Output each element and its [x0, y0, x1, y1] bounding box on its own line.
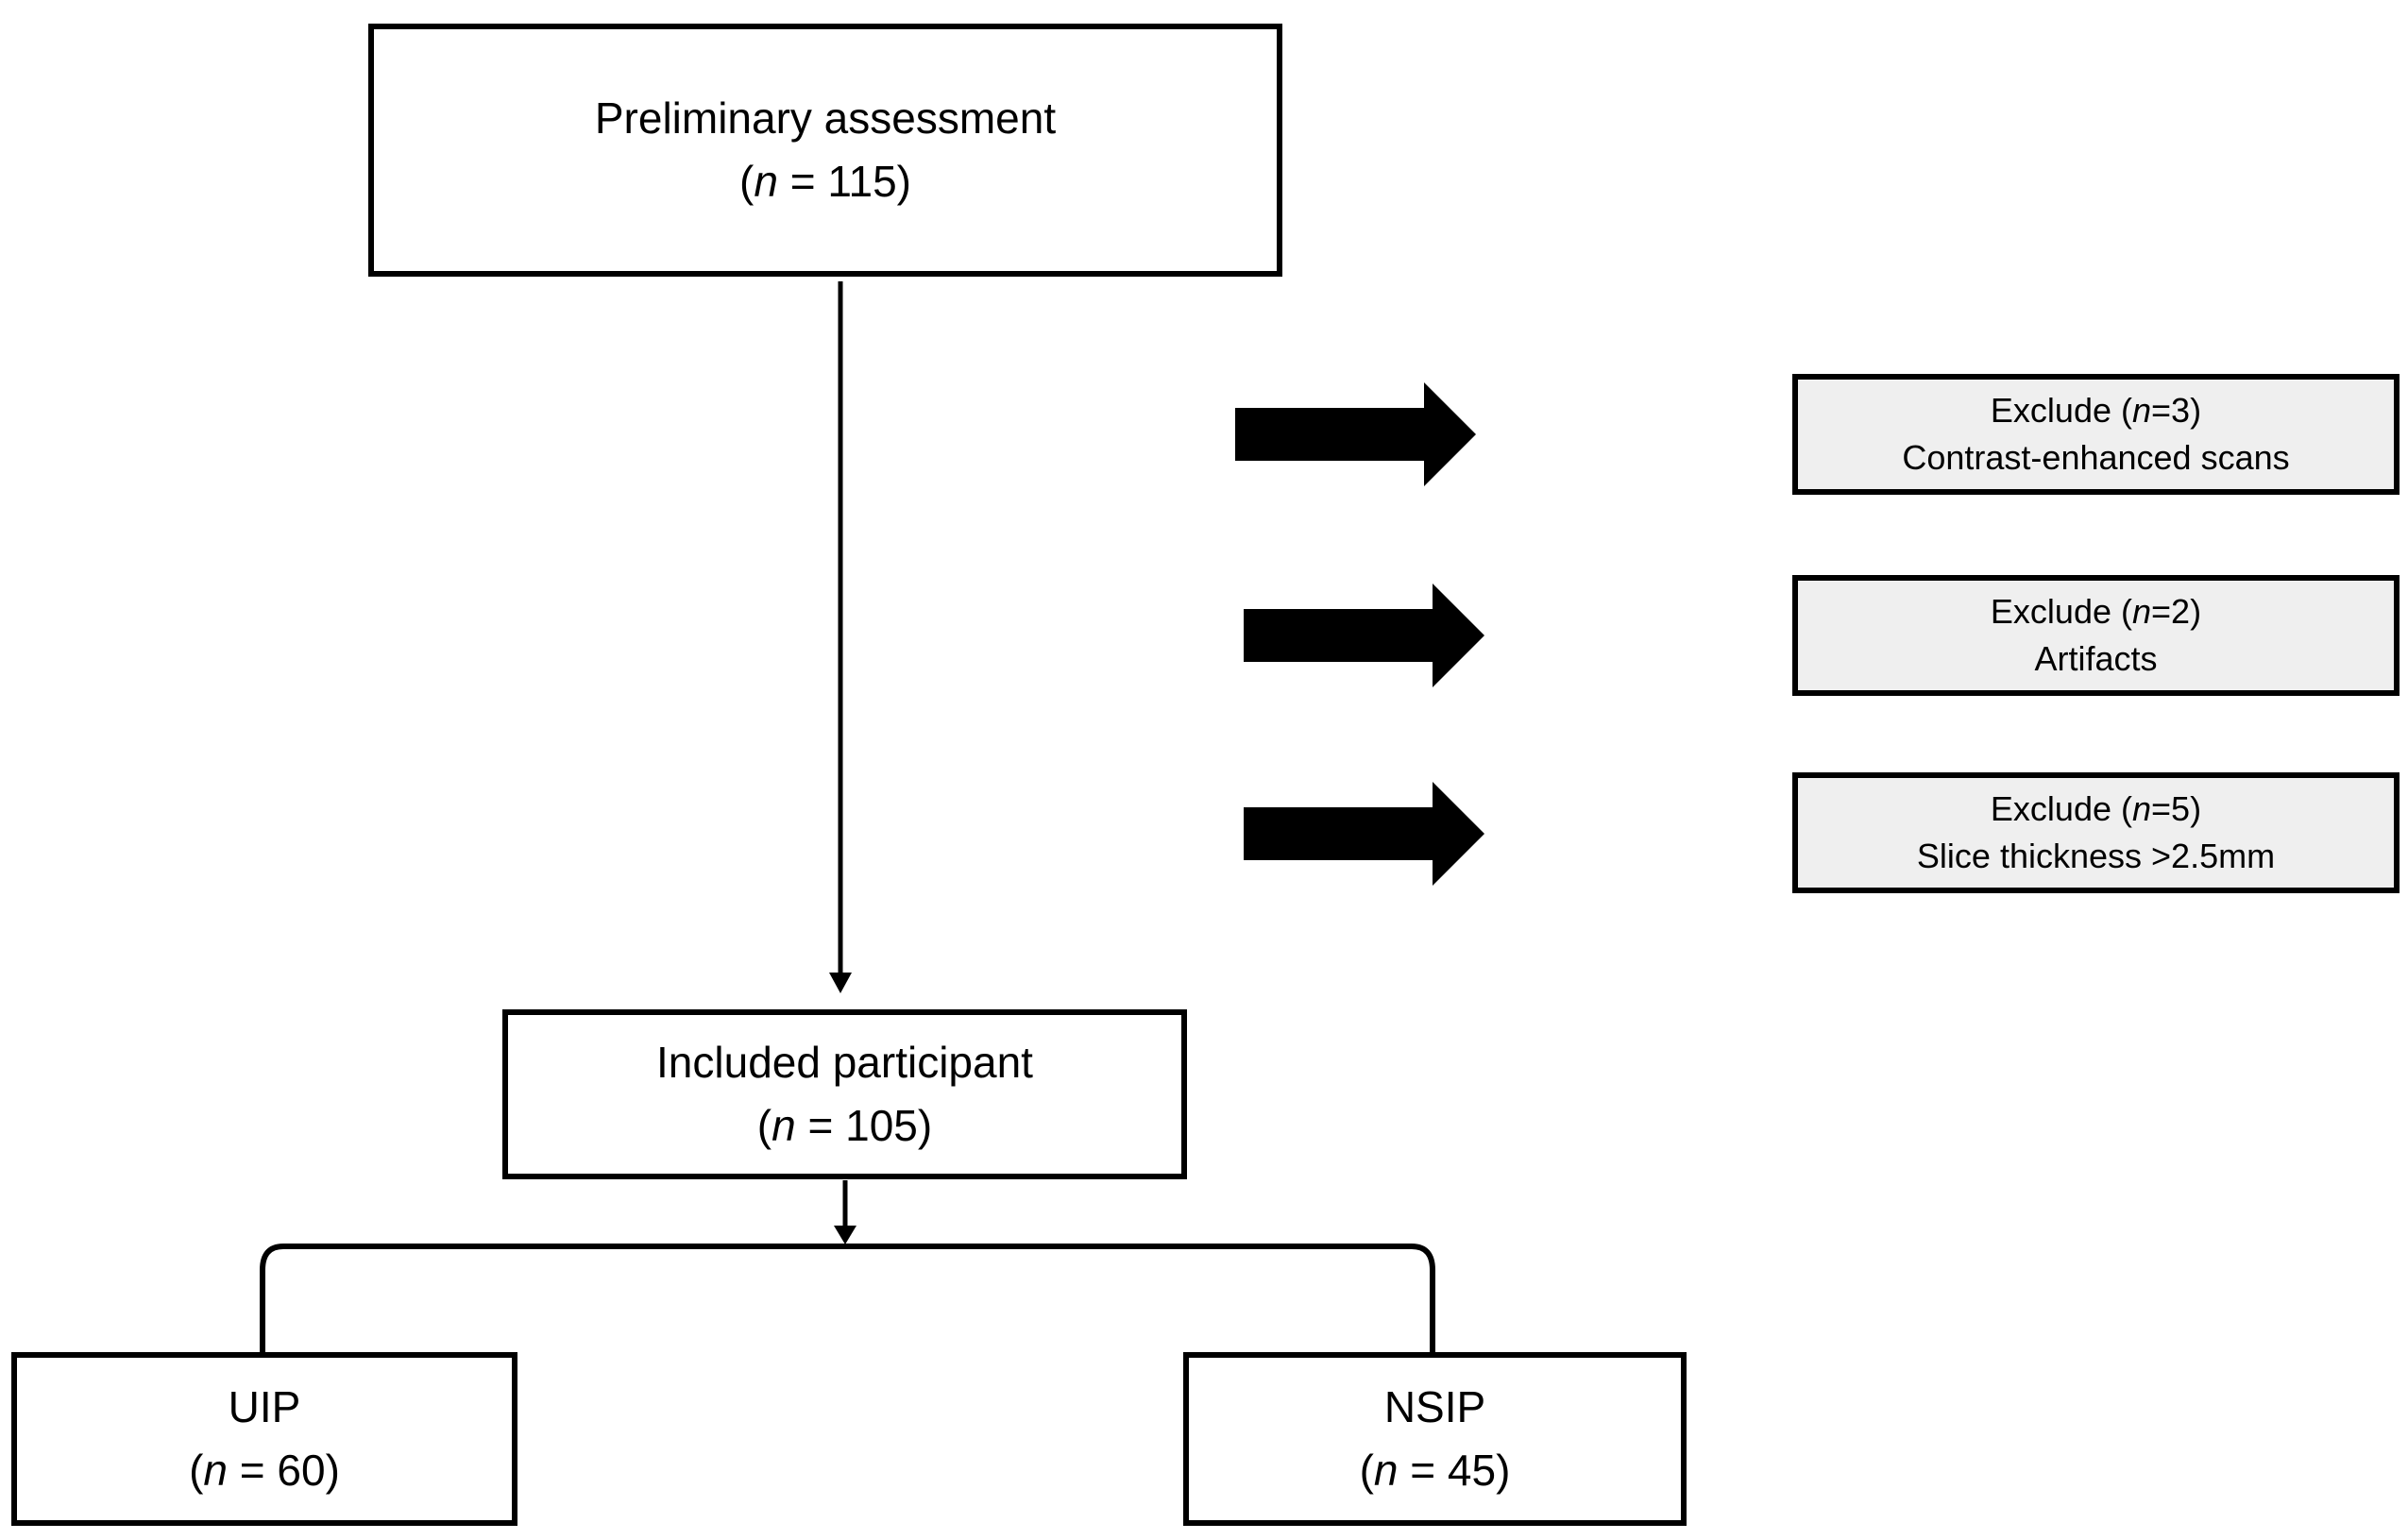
group-box-uip: UIP (n = 60)	[11, 1352, 517, 1526]
included-count: (n = 105)	[756, 1101, 933, 1150]
exclusion-count: Exclude (n=5)	[1990, 788, 2202, 828]
exclusion-box-artifacts: Exclude (n=2) Artifacts	[1792, 575, 2400, 696]
group-title: NSIP	[1383, 1382, 1486, 1432]
exclusion-reason: Slice thickness >2.5mm	[1916, 837, 2276, 875]
preliminary-count: (n = 115)	[739, 157, 911, 206]
arrowhead-to-split	[834, 1226, 856, 1244]
group-count: (n = 45)	[1359, 1446, 1511, 1495]
exclusion-count: Exclude (n=2)	[1990, 591, 2202, 631]
group-title: UIP	[228, 1382, 301, 1432]
exclusion-reason: Contrast-enhanced scans	[1902, 438, 2290, 477]
exclusion-arrow-3	[1244, 782, 1484, 886]
arrowhead-to-included	[829, 973, 852, 993]
included-participant-box: Included participant (n = 105)	[502, 1009, 1187, 1179]
exclusion-box-contrast: Exclude (n=3) Contrast-enhanced scans	[1792, 374, 2400, 495]
included-title: Included participant	[656, 1038, 1033, 1088]
preliminary-title: Preliminary assessment	[594, 93, 1057, 144]
exclusion-arrow-1	[1235, 382, 1476, 486]
group-count: (n = 60)	[189, 1446, 340, 1495]
split-bracket	[260, 1244, 1435, 1352]
exclusion-count: Exclude (n=3)	[1990, 390, 2202, 430]
preliminary-assessment-box: Preliminary assessment (n = 115)	[368, 24, 1282, 277]
exclusion-reason: Artifacts	[2034, 639, 2158, 678]
exclusion-box-slice-thickness: Exclude (n=5) Slice thickness >2.5mm	[1792, 772, 2400, 893]
exclusion-arrow-2	[1244, 584, 1484, 687]
group-box-nsip: NSIP (n = 45)	[1183, 1352, 1687, 1526]
